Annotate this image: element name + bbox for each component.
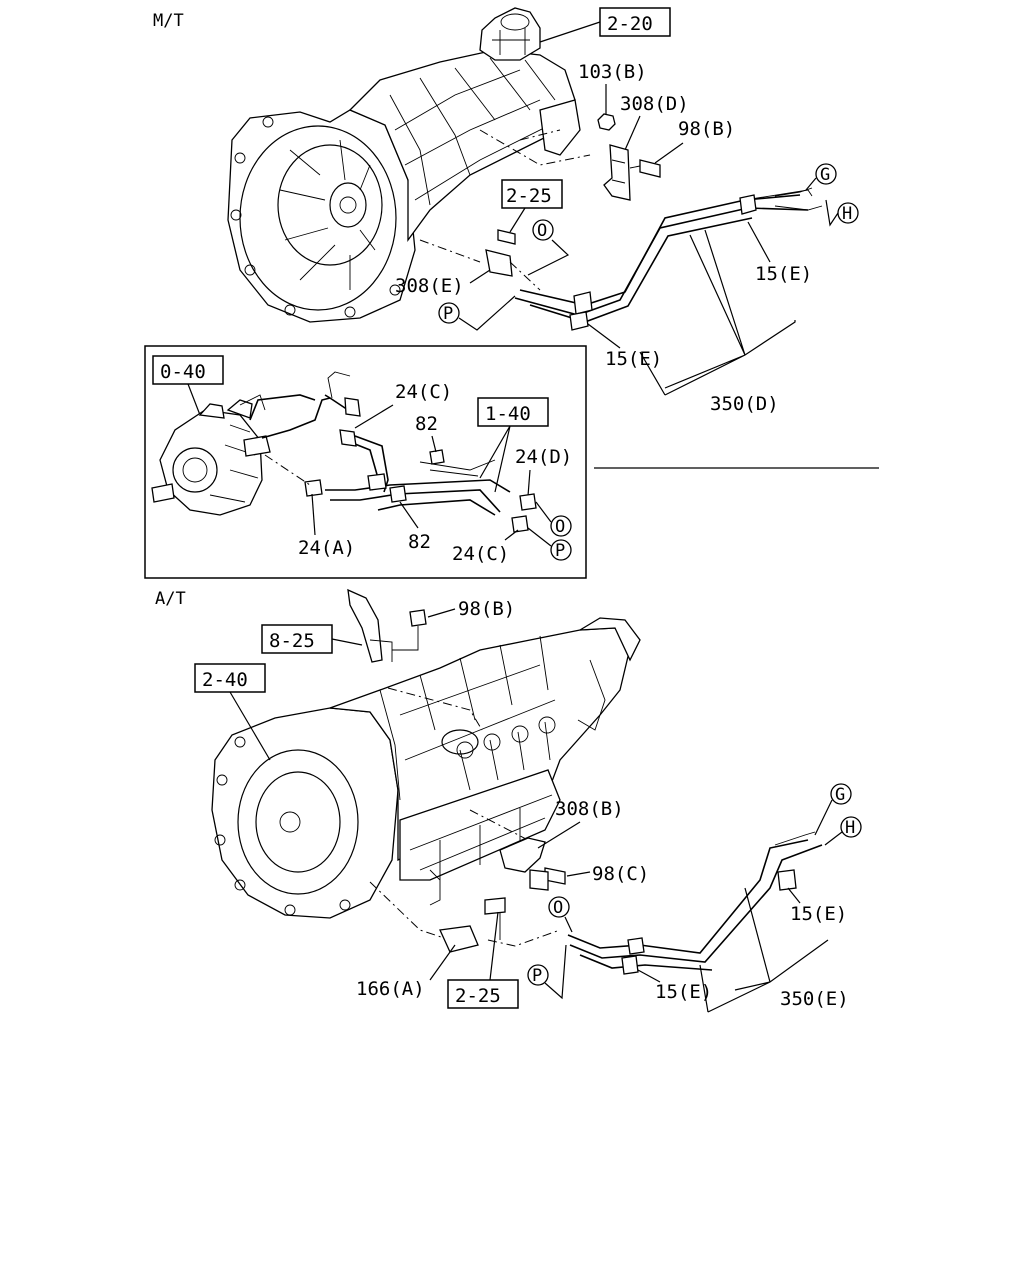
ref-box-2-25-at [447,979,519,1009]
svg-text:O: O [555,517,565,537]
label-308b: 308(B) [555,798,624,820]
label-308e: 308(E) [395,275,464,297]
ref-0-40-label: 0-40 [160,361,206,383]
ref-box-2-25-mt [501,179,563,209]
ref-box-2-20 [599,7,671,37]
connector-g-mt: G [815,163,837,185]
svg-text:O: O [537,221,547,241]
svg-text:P: P [443,304,453,324]
label-98b-at: 98(B) [458,598,515,620]
ref-box-2-40 [194,663,266,693]
label-98b-mt: 98(B) [678,118,735,140]
svg-text:O: O [553,898,563,918]
section-label-mt: M/T [153,11,184,31]
connector-o-at: O [548,896,570,918]
ref-2-40-label: 2-40 [202,669,248,691]
bolt-98b-mt [639,159,661,178]
clamp-15e-at-right [777,869,797,891]
bolt-98b-at [409,609,427,627]
automatic-transmission-illustration [211,617,641,919]
connector-o-mt: O [532,219,554,241]
ref-2-25-mt-label: 2-25 [506,185,552,207]
ref-2-25-at-label: 2-25 [455,985,501,1007]
bracket-8-25 [347,588,383,663]
label-166a: 166(A) [356,978,425,1000]
clamp-15e-mt-left [573,291,593,315]
label-350e: 350(E) [780,988,849,1010]
label-82-bottom: 82 [408,531,431,553]
label-15e-at-left: 15(E) [655,981,712,1003]
bracket-308b [499,837,546,873]
connector-g-at: G [830,783,852,805]
ref-2-20-label: 2-20 [607,13,653,35]
pump-illustration [151,394,271,516]
ref-box-1-40 [477,397,549,427]
connector-p-mt: P [438,302,460,324]
connector-p-inset: P [550,539,572,561]
svg-text:P: P [532,966,542,986]
svg-text:H: H [845,818,855,838]
label-350d: 350(D) [710,393,779,415]
section-label-at: A/T [155,589,186,609]
svg-text:H: H [842,204,852,224]
clamp-15e-at-left [627,937,645,955]
svg-text:P: P [555,541,565,561]
connector-h-at: H [840,816,862,838]
label-98c: 98(C) [592,863,649,885]
ref-8-25-label: 8-25 [269,630,315,652]
connector-o-inset: O [550,515,572,537]
label-24c-top: 24(C) [395,381,452,403]
ref-box-8-25 [261,624,333,654]
clamp-15e-mt-right [739,194,757,215]
connector-h-mt: H [837,202,859,224]
bracket-308d [603,144,631,201]
svg-text:G: G [835,785,845,805]
label-15e-mt-right: 15(E) [755,263,812,285]
label-24c-bottom: 24(C) [452,543,509,565]
bracket-308e [485,249,513,277]
label-15e-at-right: 15(E) [790,903,847,925]
at-cooler-lines-350e [567,831,823,971]
ref-1-40-label: 1-40 [485,403,531,425]
label-103b: 103(B) [578,61,647,83]
label-82-top: 82 [415,413,438,435]
bracket-166a [439,925,479,953]
nut-103b [597,113,616,131]
label-15e-mt-left: 15(E) [605,348,662,370]
label-308d: 308(D) [620,93,689,115]
svg-text:G: G [820,165,830,185]
label-24d: 24(D) [515,446,572,468]
connector-p-at: P [527,964,549,986]
label-24a: 24(A) [298,537,355,559]
manual-transmission-illustration [227,7,581,323]
